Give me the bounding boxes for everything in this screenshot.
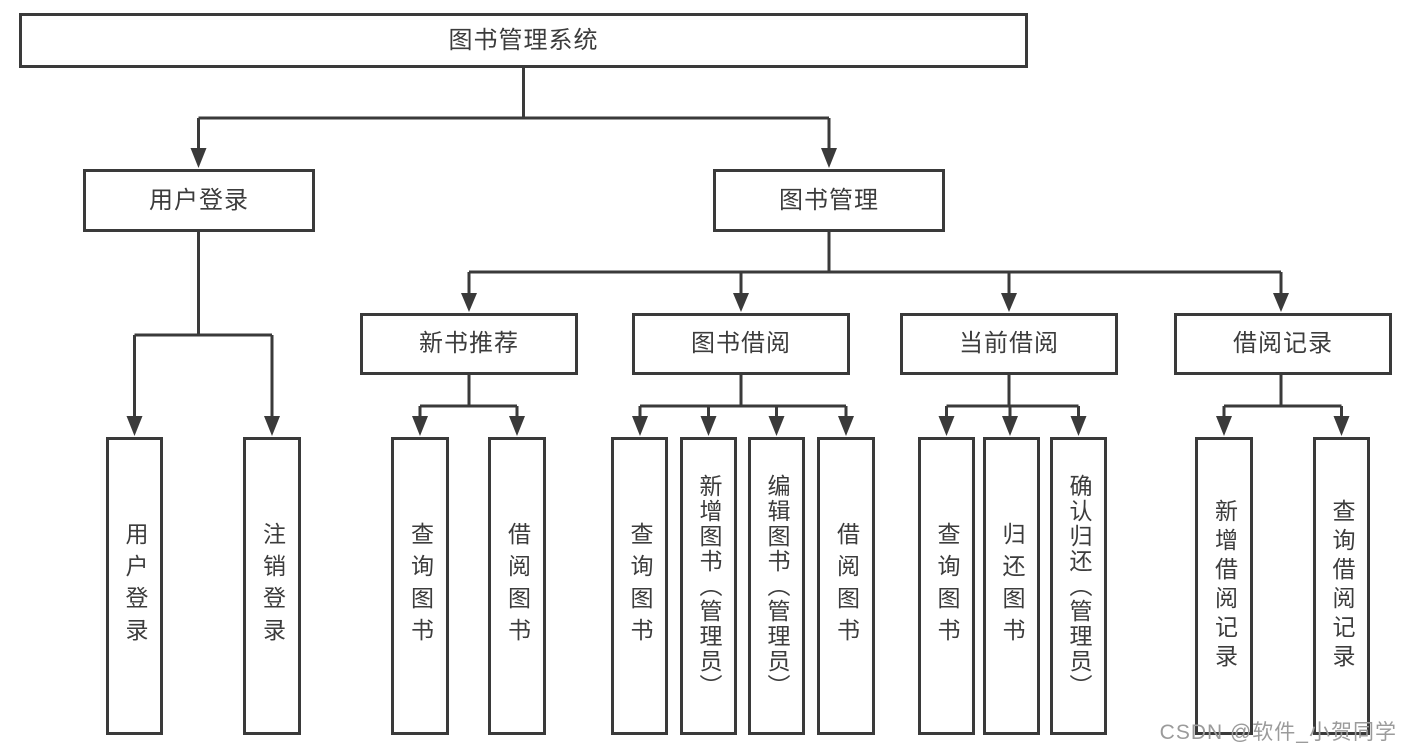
leaf-logout-label: 注销登录: [259, 522, 286, 650]
leaf-borrowing-query-books: 查询图书: [611, 437, 668, 735]
leaf-borrowing-borrow-books-label: 借阅图书: [833, 522, 860, 650]
node-new-book-recommendation-label: 新书推荐: [419, 330, 519, 357]
leaf-recommend-borrow-books: 借阅图书: [488, 437, 546, 735]
node-book-management: 图书管理: [713, 169, 945, 232]
leaf-borrowing-borrow-books: 借阅图书: [817, 437, 875, 735]
leaf-user-login: 用户登录: [106, 437, 163, 735]
node-borrowing-records-label: 借阅记录: [1233, 330, 1333, 357]
node-root-library-management-system: 图书管理系统: [19, 13, 1028, 68]
leaf-borrowing-query-books-label: 查询图书: [627, 522, 653, 650]
leaf-confirm-return-admin: 确认归还（管理员）: [1050, 437, 1107, 735]
node-user-login: 用户登录: [83, 169, 315, 232]
leaf-current-query-books: 查询图书: [918, 437, 975, 735]
leaf-edit-books-admin: 编辑图书（管理员）: [748, 437, 805, 735]
node-book-borrowing: 图书借阅: [632, 313, 850, 375]
leaf-recommend-query-books: 查询图书: [391, 437, 449, 735]
node-book-management-label: 图书管理: [779, 186, 879, 214]
leaf-current-query-books-label: 查询图书: [934, 522, 960, 650]
node-book-borrowing-label: 图书借阅: [691, 330, 791, 357]
leaf-recommend-borrow-books-label: 借阅图书: [504, 522, 531, 650]
leaf-recommend-query-books-label: 查询图书: [407, 522, 434, 650]
node-root-label: 图书管理系统: [448, 26, 599, 54]
leaf-add-borrowing-record: 新增借阅记录: [1195, 437, 1253, 735]
node-user-login-label: 用户登录: [149, 186, 249, 214]
leaf-return-books-label: 归还图书: [999, 522, 1025, 650]
leaf-user-login-label: 用户登录: [122, 522, 148, 650]
leaf-logout: 注销登录: [243, 437, 301, 735]
leaf-edit-books-admin-label: 编辑图书（管理员）: [764, 473, 790, 699]
node-current-borrowing: 当前借阅: [900, 313, 1118, 375]
csdn-watermark: CSDN @软件_小贺同学: [1159, 721, 1397, 744]
leaf-query-borrowing-record: 查询借阅记录: [1313, 437, 1370, 735]
node-new-book-recommendation: 新书推荐: [360, 313, 578, 375]
leaf-add-books-admin-label: 新增图书（管理员）: [696, 473, 722, 699]
leaf-query-borrowing-record-label: 查询借阅记录: [1329, 499, 1355, 673]
node-current-borrowing-label: 当前借阅: [959, 330, 1059, 357]
leaf-confirm-return-admin-label: 确认归还（管理员）: [1066, 473, 1092, 699]
node-borrowing-records: 借阅记录: [1174, 313, 1392, 375]
leaf-return-books: 归还图书: [983, 437, 1040, 735]
leaf-add-books-admin: 新增图书（管理员）: [680, 437, 737, 735]
leaf-add-borrowing-record-label: 新增借阅记录: [1211, 499, 1238, 673]
